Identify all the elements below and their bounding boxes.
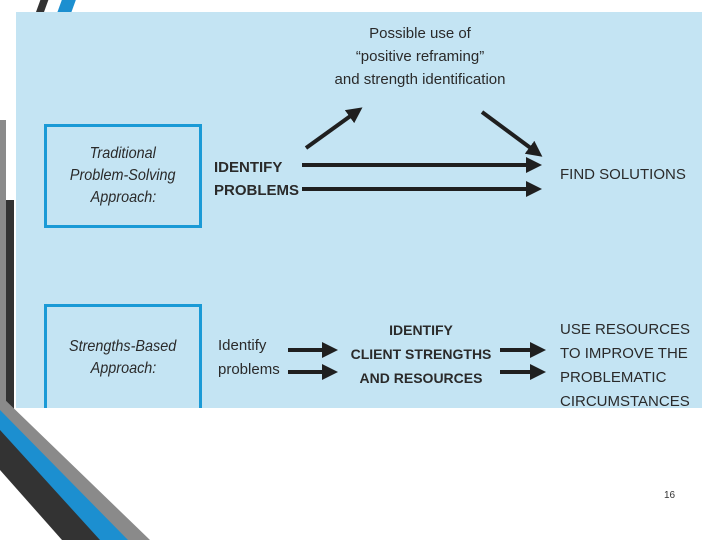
traditional-label-line: Problem-Solving	[70, 167, 176, 184]
arrows-layer	[288, 107, 546, 380]
reframing-down-arrow	[480, 110, 543, 157]
diagram-panel: Possible use of “positive reframing” and…	[16, 12, 702, 408]
corner-stripe-blue	[0, 410, 128, 540]
use-resources-label: USE RESOURCES TO IMPROVE THE PROBLEMATIC…	[560, 318, 690, 408]
traditional-label-line: Traditional	[89, 145, 157, 162]
identify-strengths-label: IDENTIFY CLIENT STRENGTHS AND RESOURCES	[346, 318, 496, 390]
use-resources-line: PROBLEMATIC	[560, 369, 667, 386]
identify-problems-line: IDENTIFY	[214, 159, 283, 176]
identify-problems-small-label: Identify problems	[218, 334, 280, 382]
strengths-label-line: Strengths-Based	[69, 338, 177, 355]
top-note: Possible use of “positive reframing” and…	[326, 22, 514, 91]
use-resources-line: USE RESOURCES	[560, 321, 691, 338]
top-note-line: and strength identification	[334, 71, 506, 88]
identify-problems-label: IDENTIFY PROBLEMS	[214, 156, 299, 202]
use-resources-line: CIRCUMSTANCES	[560, 393, 690, 408]
identify-strengths-line: IDENTIFY	[389, 322, 453, 338]
reframing-up-arrow	[304, 107, 363, 150]
identify-problems-small-line: Identify	[218, 337, 267, 354]
traditional-approach-box: Traditional Problem-Solving Approach:	[44, 124, 202, 228]
use-resources-line: TO IMPROVE THE	[560, 345, 688, 362]
top-note-line: “positive reframing”	[355, 48, 485, 65]
identify-problems-small-line: problems	[218, 361, 280, 378]
find-solutions-label: FIND SOLUTIONS	[560, 166, 686, 183]
strengths-approach-box: Strengths-Based Approach:	[44, 304, 202, 408]
strengths-label-line: Approach:	[90, 360, 156, 377]
traditional-label-line: Approach:	[90, 189, 156, 206]
identify-problems-line: PROBLEMS	[214, 182, 300, 199]
identify-strengths-line: AND RESOURCES	[359, 370, 483, 386]
top-note-line: Possible use of	[369, 25, 471, 42]
stripe-left-gray	[0, 120, 6, 420]
corner-stripe-dark	[0, 430, 100, 540]
page-number: 16	[664, 490, 676, 501]
corner-stripe-gray	[0, 395, 150, 540]
identify-strengths-line: CLIENT STRENGTHS	[350, 346, 492, 362]
